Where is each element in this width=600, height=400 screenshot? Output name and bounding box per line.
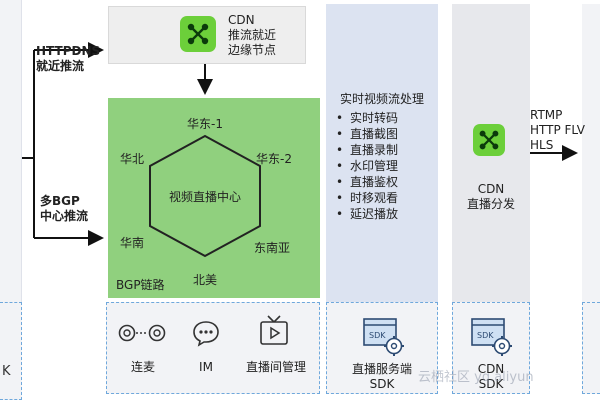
- processing-title: 实时视频流处理: [339, 92, 424, 106]
- processing-sdk-box: [326, 302, 438, 394]
- list-item: 延迟播放: [336, 206, 398, 222]
- protocol-http-flv: HTTP FLV: [530, 123, 586, 137]
- cdn-top-title: CDN: [228, 13, 255, 27]
- protocol-hls: HLS: [530, 138, 554, 152]
- bgp-sublabel: 中心推流: [40, 209, 89, 223]
- list-item: 直播鉴权: [336, 174, 398, 190]
- node-east-1: 华东-1: [187, 117, 223, 131]
- node-north-china: 华北: [120, 152, 145, 166]
- watermark: 云栖社区 yq.aliyun: [418, 370, 534, 385]
- hub-center-label: 视频直播中心: [168, 190, 241, 204]
- node-north-america: 北美: [192, 273, 217, 287]
- list-item: 直播录制: [336, 142, 398, 158]
- processing-list: 实时转码 直播截图 直播录制 水印管理 直播鉴权 时移观看 延迟播放: [336, 110, 398, 222]
- httpdns-label: HTTPDNS: [36, 44, 101, 58]
- features-box: [106, 302, 320, 394]
- cdn-sdk-line2: SDK: [478, 377, 504, 391]
- tv-icon: [258, 314, 290, 348]
- left-stub-text: K: [2, 364, 11, 379]
- list-item: 时移观看: [336, 190, 398, 206]
- list-item: 水印管理: [336, 158, 398, 174]
- processing-sdk-line1: 直播服务端: [351, 362, 412, 376]
- cdn-sdk-box: [452, 302, 530, 394]
- protocol-rtmp: RTMP: [530, 108, 563, 122]
- bgp-link-label: BGP链路: [116, 278, 165, 292]
- sdk-gear-icon: SDK: [470, 316, 512, 356]
- cdn-network-icon: [180, 16, 216, 52]
- cdn-top-line2: 边缘节点: [228, 43, 277, 57]
- httpdns-sublabel: 就近推流: [36, 59, 85, 73]
- feature-im-label: IM: [199, 360, 213, 374]
- cdn-dist-title: CDN: [477, 182, 505, 196]
- right-bottom-panel: [582, 302, 600, 394]
- bgp-label: 多BGP: [40, 194, 80, 208]
- svg-text:SDK: SDK: [477, 331, 494, 340]
- node-east-2: 华东-2: [256, 152, 292, 166]
- svg-text:SDK: SDK: [369, 331, 386, 340]
- feature-link-mic-label: 连麦: [130, 360, 155, 374]
- left-panel: [0, 0, 22, 400]
- list-item: 实时转码: [336, 110, 398, 126]
- sdk-gear-icon: SDK: [362, 316, 404, 356]
- chat-bubble-icon: [191, 318, 221, 348]
- processing-sdk-line2: SDK: [369, 377, 395, 391]
- node-southeast-asia: 东南亚: [254, 241, 291, 255]
- feature-room-mgmt-label: 直播间管理: [245, 360, 306, 374]
- cdn-top-line1: 推流就近: [228, 28, 277, 42]
- cdn-dist-subtitle: 直播分发: [466, 197, 515, 211]
- cdn-sdk-line1: CDN: [477, 362, 505, 376]
- left-bottom-panel: [0, 302, 22, 400]
- cdn-network-icon: [473, 124, 505, 156]
- list-item: 直播截图: [336, 126, 398, 142]
- right-panel: [582, 4, 600, 302]
- node-south-china: 华南: [120, 236, 145, 250]
- link-mic-icon: [118, 320, 168, 346]
